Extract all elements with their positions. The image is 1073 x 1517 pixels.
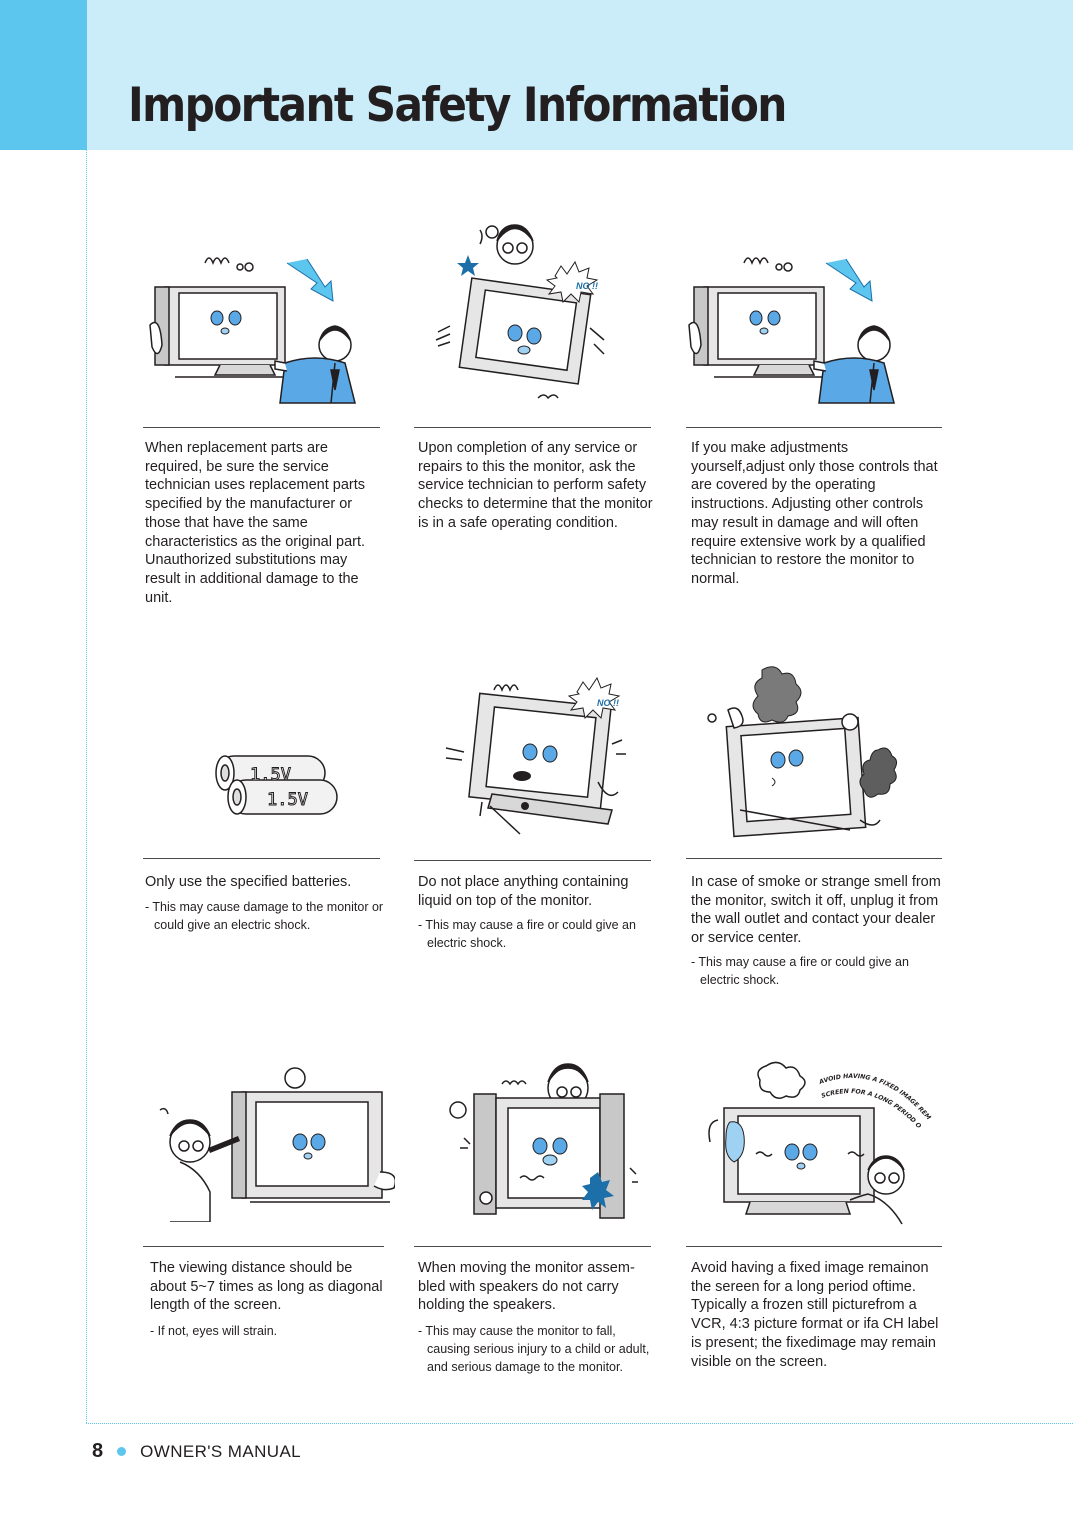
illustration-moving-monitor — [449, 1063, 638, 1219]
no-bubble-text: NO !! — [576, 281, 598, 291]
illustration-safety-check: NO !! — [435, 224, 605, 400]
divider — [686, 427, 942, 428]
no-bubble-text: NO !! — [597, 698, 619, 708]
caption-text: Avoid having a fixed image remainon the … — [691, 1260, 939, 1370]
margin-line — [86, 150, 87, 1423]
warning-note: - This may cause a fire or could give an… — [691, 955, 909, 988]
caption-text: The viewing distance should be about 5~7… — [150, 1260, 383, 1314]
manual-label: OWNER'S MANUAL — [140, 1441, 302, 1461]
divider — [414, 427, 651, 428]
bullet-dot-icon — [117, 1447, 127, 1456]
divider — [143, 1246, 384, 1247]
warning-note: - If not, eyes will strain. — [150, 1324, 278, 1338]
battery-label: 1.5V — [250, 765, 291, 785]
illustration-smoke — [707, 666, 898, 838]
page-footer: 8 OWNER'S MANUAL — [92, 1440, 301, 1463]
caption-text: When moving the monitor assem-bled with … — [418, 1260, 635, 1314]
divider — [143, 427, 380, 428]
page-title: Important Safety Information — [128, 78, 787, 133]
warning-note: - This may cause a fire or could give an… — [418, 918, 636, 951]
caption-text: Upon completion of any service or repair… — [418, 440, 653, 531]
warning-note: - This may cause damage to the monitor o… — [145, 900, 384, 933]
caption-text: When replacement parts are required, be … — [145, 440, 366, 606]
header-band — [87, 0, 1073, 150]
illustration-no-liquid: NO !! — [445, 676, 626, 835]
divider — [143, 858, 380, 859]
caption-text: Do not place anything containing liquid … — [418, 874, 629, 909]
page-number: 8 — [92, 1440, 104, 1462]
header-tab — [0, 0, 87, 150]
illustration-fixed-image: AVOID HAVING A FIXED IMAGE REMAIN ON THE… — [700, 1052, 932, 1225]
divider — [686, 1246, 942, 1247]
illustration-adjust-controls — [688, 257, 895, 404]
divider — [686, 858, 942, 859]
illustration-batteries: 1.5V 1.5V — [215, 755, 338, 815]
illustration-replacement-parts — [149, 257, 356, 404]
illustration-viewing-distance — [159, 1067, 395, 1222]
caption-text: Only use the specified batteries. — [145, 874, 352, 890]
divider — [414, 1246, 651, 1247]
battery-label: 1.5V — [267, 790, 308, 810]
caption-text: If you make adjustments yourself,adjust … — [691, 440, 938, 587]
divider — [414, 860, 651, 861]
caption-text: In case of smoke or strange smell from t… — [691, 874, 941, 947]
footer-line — [86, 1423, 1073, 1424]
warning-note: - This may cause the monitor to fall, ca… — [418, 1324, 650, 1375]
